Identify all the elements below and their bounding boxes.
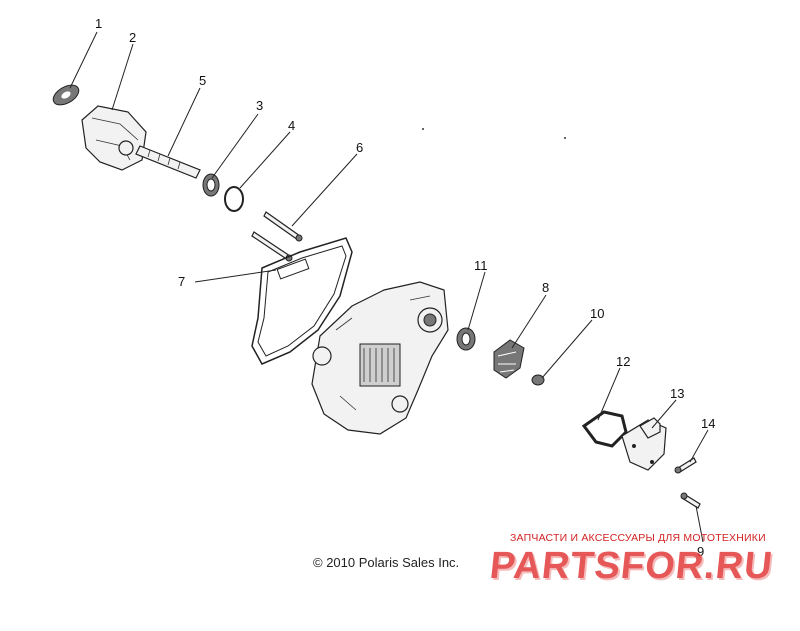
- part-12-o-ring: [581, 410, 628, 448]
- callout-13: 13: [670, 386, 684, 401]
- callout-11: 11: [474, 258, 488, 273]
- callout-3: 3: [256, 98, 263, 113]
- callout-5: 5: [199, 73, 206, 88]
- part-14-bolt: [674, 457, 697, 474]
- part-8-impeller: [493, 339, 525, 379]
- callout-6: 6: [356, 140, 363, 155]
- part-13-pump-cover: [621, 417, 667, 471]
- part-5-shaft: [135, 145, 201, 179]
- callout-10: 10: [590, 306, 604, 321]
- watermark-tagline: ЗАПЧАСТИ И АКСЕССУАРЫ ДЛЯ МОТОТЕХНИКИ: [510, 532, 766, 544]
- callout-9: 9: [697, 544, 704, 559]
- callout-2: 2: [129, 30, 136, 45]
- copyright-notice: © 2010 Polaris Sales Inc.: [313, 555, 460, 570]
- engine-case: [311, 281, 449, 435]
- part-10-nut: [531, 374, 545, 386]
- part-9-bolt: [680, 492, 701, 509]
- callout-12: 12: [616, 354, 630, 369]
- leader-lines: [69, 31, 709, 543]
- watermark-logo: PARTSFOR.RU: [487, 545, 775, 587]
- part-1-gear: [52, 84, 80, 106]
- callout-7: 7: [178, 274, 185, 289]
- part-2-pump-housing: [81, 105, 147, 171]
- callout-1: 1: [95, 16, 102, 31]
- callout-14: 14: [701, 416, 715, 431]
- part-3-bearing: [202, 173, 220, 197]
- callout-8: 8: [542, 280, 549, 295]
- part-11-seal: [456, 327, 476, 351]
- part-7-gasket: [251, 237, 353, 365]
- callout-4: 4: [288, 118, 295, 133]
- part-4-retaining-ring: [224, 186, 244, 212]
